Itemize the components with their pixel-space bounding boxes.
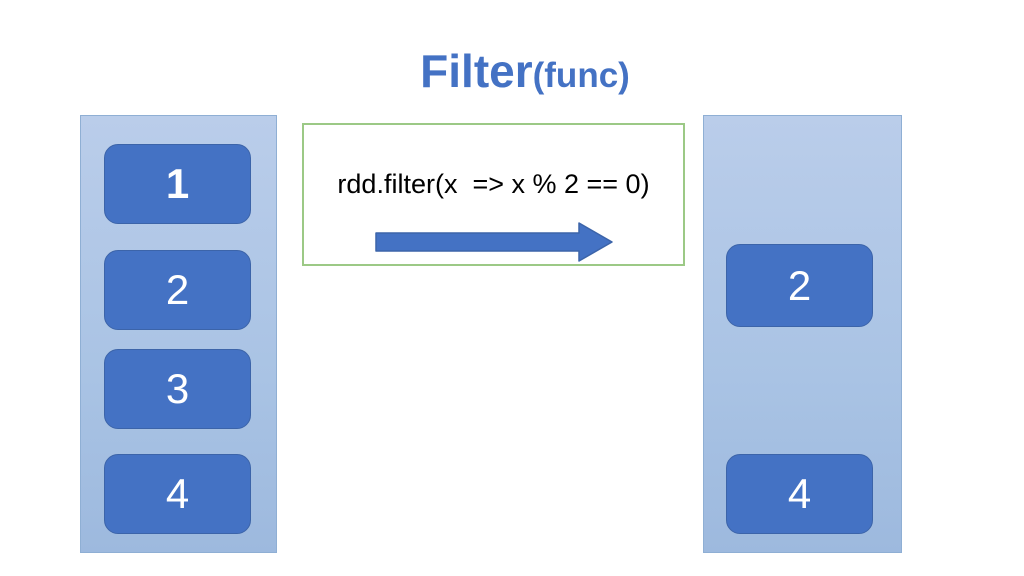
input-block-1: 1 [104, 144, 251, 224]
input-block-4: 4 [104, 454, 251, 534]
input-block-2: 2 [104, 250, 251, 330]
output-block-4: 4 [726, 454, 873, 534]
output-partition: 2 4 [703, 115, 902, 553]
right-arrow-icon [375, 222, 613, 262]
diagram-title: Filter(func) [0, 44, 1024, 98]
title-main: Filter [420, 45, 533, 97]
output-block-2: 2 [726, 244, 873, 327]
filter-code-text: rdd.filter(x => x % 2 == 0) [337, 169, 650, 199]
input-block-3: 3 [104, 349, 251, 429]
title-suffix: (func) [532, 56, 630, 95]
input-partition: 1 2 3 4 [80, 115, 277, 553]
filter-operation-box: rdd.filter(x => x % 2 == 0) [302, 123, 685, 266]
